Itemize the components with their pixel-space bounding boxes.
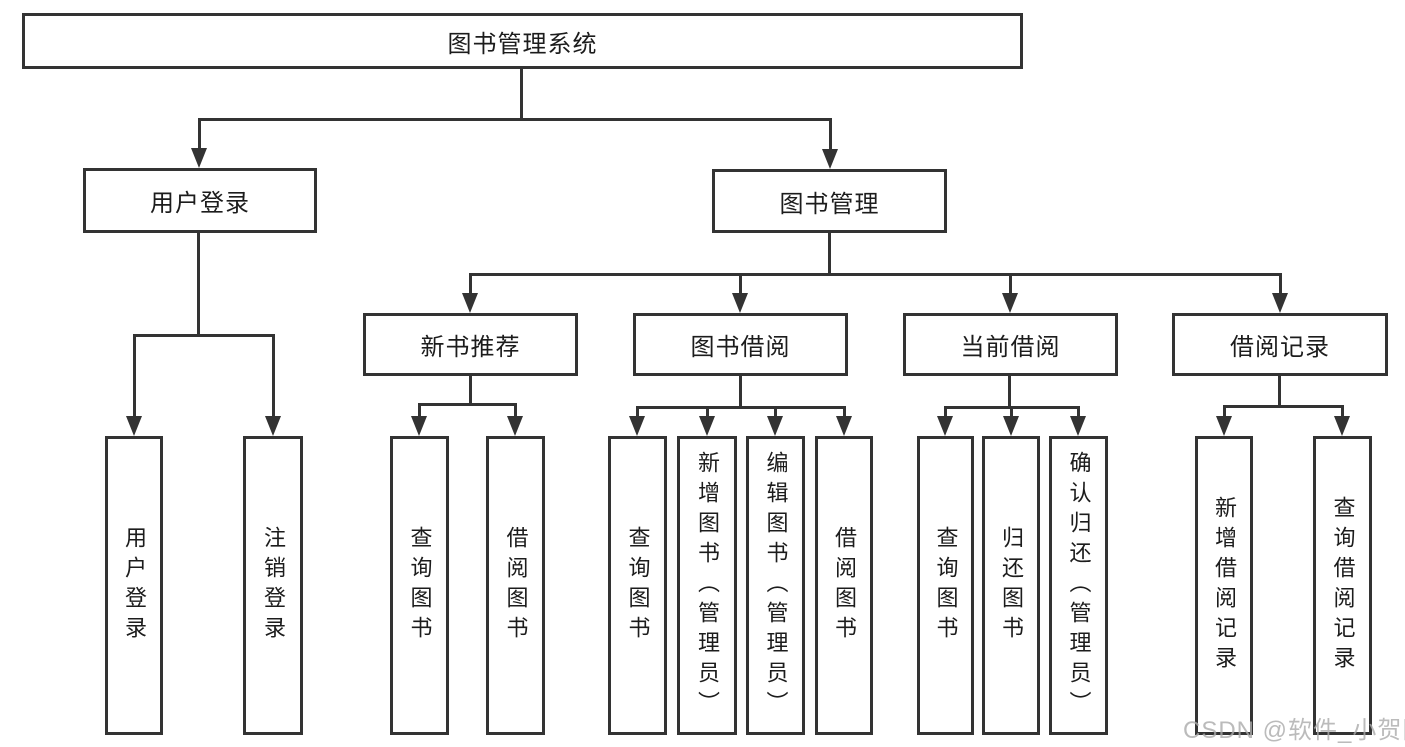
node-book-borrowing: 图书借阅 <box>633 313 848 376</box>
connector-stem-line <box>469 376 472 406</box>
connector-drop-line <box>1009 273 1012 293</box>
connector-drop-line <box>198 118 201 148</box>
connector-drop-line <box>272 334 275 416</box>
leaf-borrowing-borrow-books: 借阅图书 <box>815 436 873 735</box>
leaf-records-query-record: 查询借阅记录 <box>1313 436 1372 735</box>
connector-drop-line <box>739 273 742 293</box>
arrowhead-down-icon <box>836 416 852 436</box>
node-book-management: 图书管理 <box>712 169 947 233</box>
connector-drop-line <box>636 406 639 416</box>
csdn-watermark: CSDN @软件_小贺同学 <box>1183 717 1405 744</box>
arrowhead-down-icon <box>126 416 142 436</box>
arrowhead-down-icon <box>629 416 645 436</box>
connector-stem-line <box>520 68 523 121</box>
connector-drop-line <box>133 334 136 416</box>
arrowhead-down-icon <box>265 416 281 436</box>
leaf-current-return-books: 归还图书 <box>982 436 1040 735</box>
arrowhead-down-icon <box>191 148 207 168</box>
arrowhead-down-icon <box>1003 416 1019 436</box>
connector-drop-line <box>1077 406 1080 416</box>
connector-drop-line <box>514 403 517 416</box>
node-borrowing-records: 借阅记录 <box>1172 313 1388 376</box>
arrowhead-down-icon <box>767 416 783 436</box>
arrowhead-down-icon <box>1334 416 1350 436</box>
connector-drop-line <box>706 406 709 416</box>
connector-branch-line <box>418 403 517 406</box>
arrowhead-down-icon <box>732 293 748 313</box>
connector-drop-line <box>1223 405 1226 416</box>
arrowhead-down-icon <box>699 416 715 436</box>
arrowhead-down-icon <box>1070 416 1086 436</box>
node-user-login: 用户登录 <box>83 168 317 233</box>
connector-stem-line <box>197 233 200 337</box>
connector-drop-line <box>774 406 777 416</box>
connector-branch-line <box>1223 405 1344 408</box>
node-current-borrowing: 当前借阅 <box>903 313 1118 376</box>
arrowhead-down-icon <box>507 416 523 436</box>
connector-branch-line <box>636 406 846 409</box>
arrowhead-down-icon <box>822 149 838 169</box>
connector-stem-line <box>1278 376 1281 408</box>
arrowhead-down-icon <box>1216 416 1232 436</box>
connector-drop-line <box>829 118 832 149</box>
node-new-book-recommend: 新书推荐 <box>363 313 578 376</box>
connector-drop-line <box>418 403 421 416</box>
connector-branch-line <box>198 118 832 121</box>
connector-stem-line <box>739 376 742 409</box>
connector-stem-line <box>1008 376 1011 409</box>
connector-drop-line <box>1341 405 1344 416</box>
arrowhead-down-icon <box>1002 293 1018 313</box>
connector-drop-line <box>469 273 472 293</box>
leaf-recommend-borrow-books: 借阅图书 <box>486 436 545 735</box>
arrowhead-down-icon <box>462 293 478 313</box>
connector-branch-line <box>133 334 275 337</box>
leaf-borrowing-edit-books-admin: 编辑图书（管理员） <box>746 436 805 735</box>
leaf-current-query-books: 查询图书 <box>917 436 974 735</box>
connector-branch-line <box>469 273 1282 276</box>
arrowhead-down-icon <box>1272 293 1288 313</box>
node-library-system: 图书管理系统 <box>22 13 1023 69</box>
leaf-logout-login: 注销登录 <box>243 436 303 735</box>
connector-drop-line <box>944 406 947 416</box>
arrowhead-down-icon <box>411 416 427 436</box>
connector-stem-line <box>828 233 831 276</box>
connector-drop-line <box>1279 273 1282 293</box>
connector-drop-line <box>843 406 846 416</box>
connector-drop-line <box>1010 406 1013 416</box>
leaf-recommend-query-books: 查询图书 <box>390 436 449 735</box>
leaf-borrowing-add-books-admin: 新增图书（管理员） <box>677 436 737 735</box>
arrowhead-down-icon <box>937 416 953 436</box>
leaf-borrowing-query-books: 查询图书 <box>608 436 667 735</box>
leaf-records-add-record: 新增借阅记录 <box>1195 436 1253 735</box>
leaf-user-login: 用户登录 <box>105 436 163 735</box>
leaf-current-confirm-return-admin: 确认归还（管理员） <box>1049 436 1108 735</box>
